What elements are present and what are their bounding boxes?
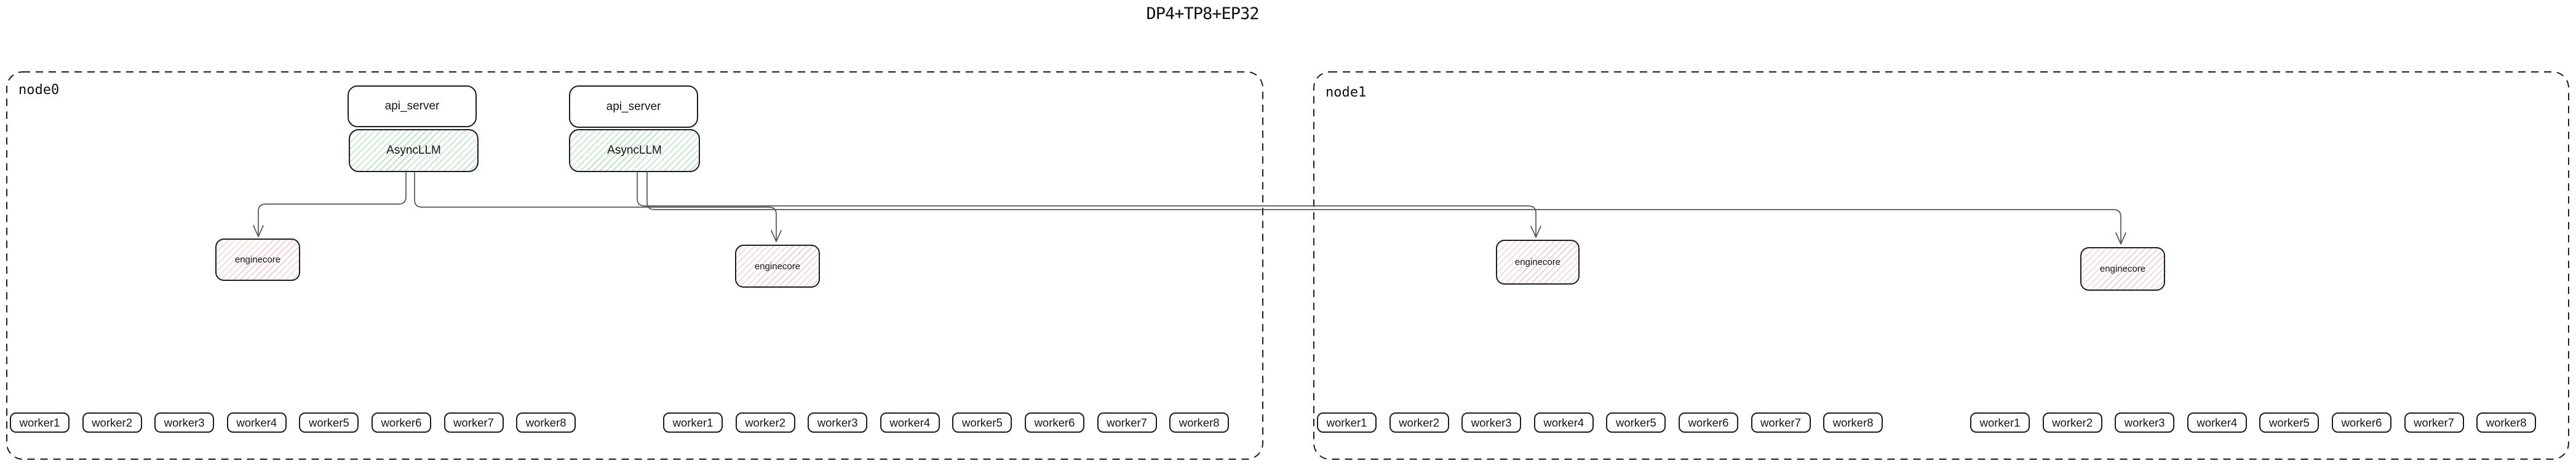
worker-box: worker8 (516, 412, 576, 433)
worker-box: worker1 (1317, 412, 1377, 433)
node1-border (1313, 71, 2569, 460)
worker-box: worker7 (2404, 412, 2464, 433)
asyncllm-box: AsyncLLM (569, 129, 700, 172)
worker-box: worker3 (1461, 412, 1522, 433)
arrowhead-enginecore3 (1530, 226, 1541, 238)
enginecore-box: enginecore (215, 238, 300, 281)
worker-box: worker5 (2259, 412, 2320, 433)
asyncllm-box: AsyncLLM (349, 129, 479, 172)
worker-row: worker1 worker2 worker3 worker4 worker5 worke… (1970, 412, 2537, 433)
worker-box: worker7 (443, 412, 504, 433)
worker-box: worker2 (2042, 412, 2102, 433)
arrowhead-enginecore4 (2115, 232, 2126, 245)
arrowhead-enginecore2 (771, 230, 782, 242)
api-server-box: api_server (348, 85, 477, 127)
worker-box: worker4 (880, 412, 940, 433)
worker-box: worker6 (371, 412, 431, 433)
worker-box: worker8 (1169, 412, 1230, 433)
worker-box: worker5 (299, 412, 359, 433)
worker-box: worker2 (1389, 412, 1449, 433)
api-server-box: api_server (569, 85, 698, 128)
worker-row: worker1 worker2 worker3 worker4 worker5 worke… (10, 412, 576, 433)
worker-box: worker2 (735, 412, 795, 433)
worker-box: worker6 (1024, 412, 1084, 433)
enginecore-box: enginecore (735, 245, 820, 288)
worker-box: worker1 (1970, 412, 2030, 433)
enginecore-box: enginecore (1496, 240, 1580, 285)
worker-box: worker1 (10, 412, 70, 433)
worker-box: worker4 (1533, 412, 1594, 433)
worker-box: worker8 (1823, 412, 1883, 433)
worker-box: worker4 (2187, 412, 2247, 433)
worker-box: worker5 (1606, 412, 1666, 433)
worker-box: worker3 (154, 412, 215, 433)
worker-box: worker2 (82, 412, 142, 433)
worker-row: worker1 worker2 worker3 worker4 worker5 worke… (1317, 412, 1883, 433)
arrow-asyncllm2-to-enginecore3 (637, 172, 1536, 237)
arrowhead-enginecore1 (253, 225, 264, 237)
enginecore-box: enginecore (2080, 247, 2165, 291)
node-label: node0 (18, 82, 60, 98)
worker-box: worker6 (1678, 412, 1738, 433)
worker-box: worker7 (1751, 412, 1811, 433)
worker-box: worker6 (2331, 412, 2391, 433)
arrow-asyncllm1-to-enginecore1 (258, 172, 407, 236)
worker-box: worker8 (2476, 412, 2537, 433)
worker-box: worker3 (2115, 412, 2175, 433)
diagram-title: DP4+TP8+EP32 (1146, 4, 1259, 23)
node-label: node1 (1326, 85, 1367, 100)
arrow-asyncllm1-to-enginecore2 (414, 172, 777, 241)
worker-box: worker4 (226, 412, 287, 433)
worker-box: worker3 (808, 412, 868, 433)
worker-row: worker1 worker2 worker3 worker4 worker5 worke… (663, 412, 1230, 433)
worker-box: worker7 (1097, 412, 1157, 433)
worker-box: worker1 (663, 412, 723, 433)
arrow-asyncllm2-to-enginecore4 (646, 172, 2121, 243)
node0-border (6, 71, 1263, 460)
worker-box: worker5 (952, 412, 1012, 433)
